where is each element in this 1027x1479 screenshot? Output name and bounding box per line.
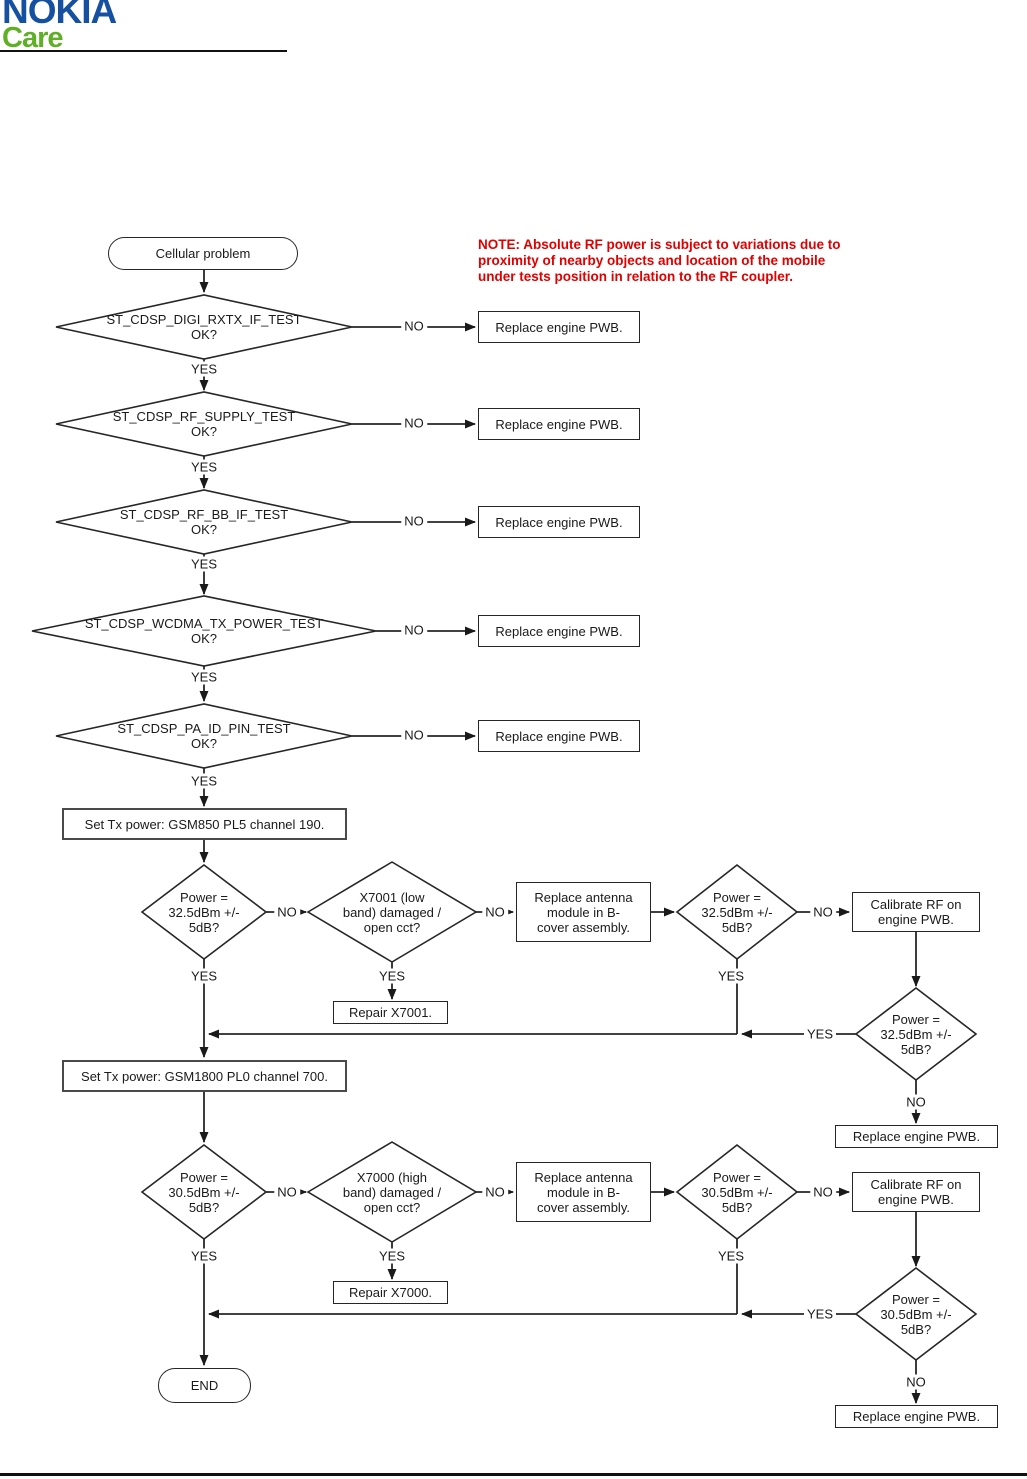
replace-pwb-box-4: Replace engine PWB. [478,615,640,647]
footer-divider [0,1473,1027,1476]
calibrate-rf-box-2: Calibrate RF on engine PWB. [852,1172,980,1212]
no-label: NO [401,622,427,638]
yes-label: YES [187,669,221,685]
no-branch-lines [352,322,476,741]
no-label: NO [401,415,427,431]
yes-label: YES [187,556,221,572]
yes-label: YES [375,1248,409,1264]
no-label: NO [810,904,836,920]
yes-label: YES [187,773,221,789]
yes-label: YES [803,1026,837,1042]
yes-label: YES [375,968,409,984]
decision-power-325-1: Power = 32.5dBm +/- 5dB? [168,889,240,935]
decision-wcdma-tx-power: ST_CDSP_WCDMA_TX_POWER_TEST OK? [84,616,324,646]
replace-antenna-box-2: Replace antenna module in B- cover assem… [516,1162,651,1222]
no-label: NO [482,1184,508,1200]
yes-label: YES [714,968,748,984]
calibrate-rf-box-1: Calibrate RF on engine PWB. [852,892,980,932]
no-label: NO [274,1184,300,1200]
decision-power-305-3: Power = 30.5dBm +/- 5dB? [880,1291,952,1337]
decision-digi-rxtx: ST_CDSP_DIGI_RXTX_IF_TEST OK? [106,312,302,342]
repair-x7001-box: Repair X7001. [333,1001,448,1024]
no-label: NO [903,1094,929,1110]
set-tx-gsm1800-box: Set Tx power: GSM1800 PL0 channel 700. [62,1060,347,1092]
care-logo: Care [2,22,63,54]
set-tx-gsm850-box: Set Tx power: GSM850 PL5 channel 190. [62,808,347,840]
end-terminator: END [158,1368,251,1403]
decision-x7001: X7001 (low band) damaged / open cct? [342,889,442,935]
replace-pwb-box-3: Replace engine PWB. [478,506,640,538]
yes-label: YES [187,1248,221,1264]
nokia-logo: NOKIA [2,0,117,31]
decision-rf-supply: ST_CDSP_RF_SUPPLY_TEST OK? [112,409,296,439]
no-label: NO [401,727,427,743]
no-label: NO [401,318,427,334]
decision-power-325-3: Power = 32.5dBm +/- 5dB? [880,1011,952,1057]
yes-label: YES [803,1306,837,1322]
replace-pwb-box-6: Replace engine PWB. [835,1125,998,1148]
yes-label: YES [187,968,221,984]
decision-rf-bb-if: ST_CDSP_RF_BB_IF_TEST OK? [119,507,289,537]
no-label: NO [903,1374,929,1390]
decision-power-325-2: Power = 32.5dBm +/- 5dB? [701,889,773,935]
decision-pa-id-pin: ST_CDSP_PA_ID_PIN_TEST OK? [117,721,291,751]
replace-pwb-box-1: Replace engine PWB. [478,311,640,343]
yes-label: YES [714,1248,748,1264]
note-text: NOTE: Absolute RF power is subject to va… [478,237,841,284]
decision-power-305-1: Power = 30.5dBm +/- 5dB? [168,1169,240,1215]
no-label: NO [401,513,427,529]
repair-x7000-box: Repair X7000. [333,1281,448,1304]
decision-shapes [31,294,978,1362]
start-terminator: Cellular problem [108,237,298,270]
decision-x7000: X7000 (high band) damaged / open cct? [342,1169,442,1215]
header-divider [0,50,287,52]
replace-pwb-box-5: Replace engine PWB. [478,720,640,752]
decision-power-305-2: Power = 30.5dBm +/- 5dB? [701,1169,773,1215]
yes-label: YES [187,361,221,377]
no-label: NO [810,1184,836,1200]
no-label: NO [274,904,300,920]
replace-antenna-box-1: Replace antenna module in B- cover assem… [516,882,651,942]
yes-label: YES [187,459,221,475]
no-label: NO [482,904,508,920]
replace-pwb-box-2: Replace engine PWB. [478,408,640,440]
replace-pwb-box-7: Replace engine PWB. [835,1405,998,1428]
